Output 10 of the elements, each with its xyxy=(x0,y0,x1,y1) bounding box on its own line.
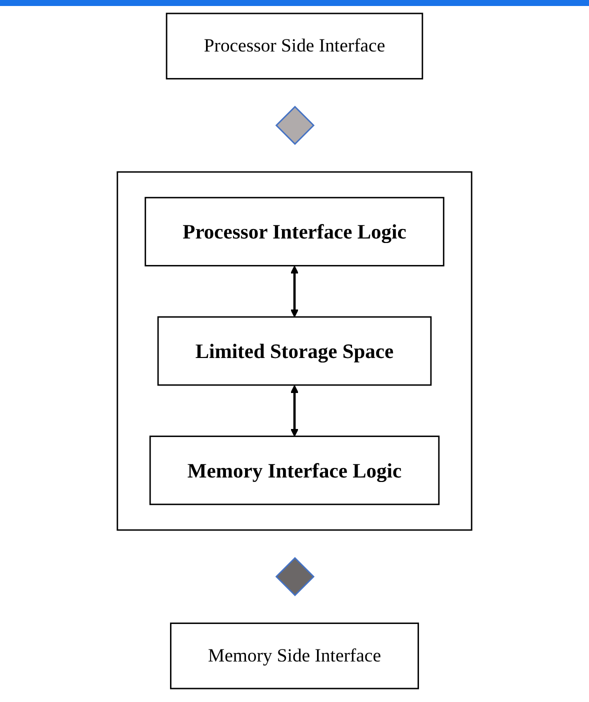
node-box: Memory Interface Logic xyxy=(149,436,440,506)
node-box: Processor Side Interface xyxy=(166,12,424,80)
arrow xyxy=(290,266,299,318)
cluster xyxy=(116,171,472,531)
node-diamond xyxy=(275,106,315,145)
node-diamond xyxy=(275,557,315,596)
node-box: Limited Storage Space xyxy=(157,316,432,386)
node-box: Processor Interface Logic xyxy=(144,196,444,266)
node-box: Memory Side Interface xyxy=(170,622,419,690)
arrow xyxy=(290,385,299,437)
